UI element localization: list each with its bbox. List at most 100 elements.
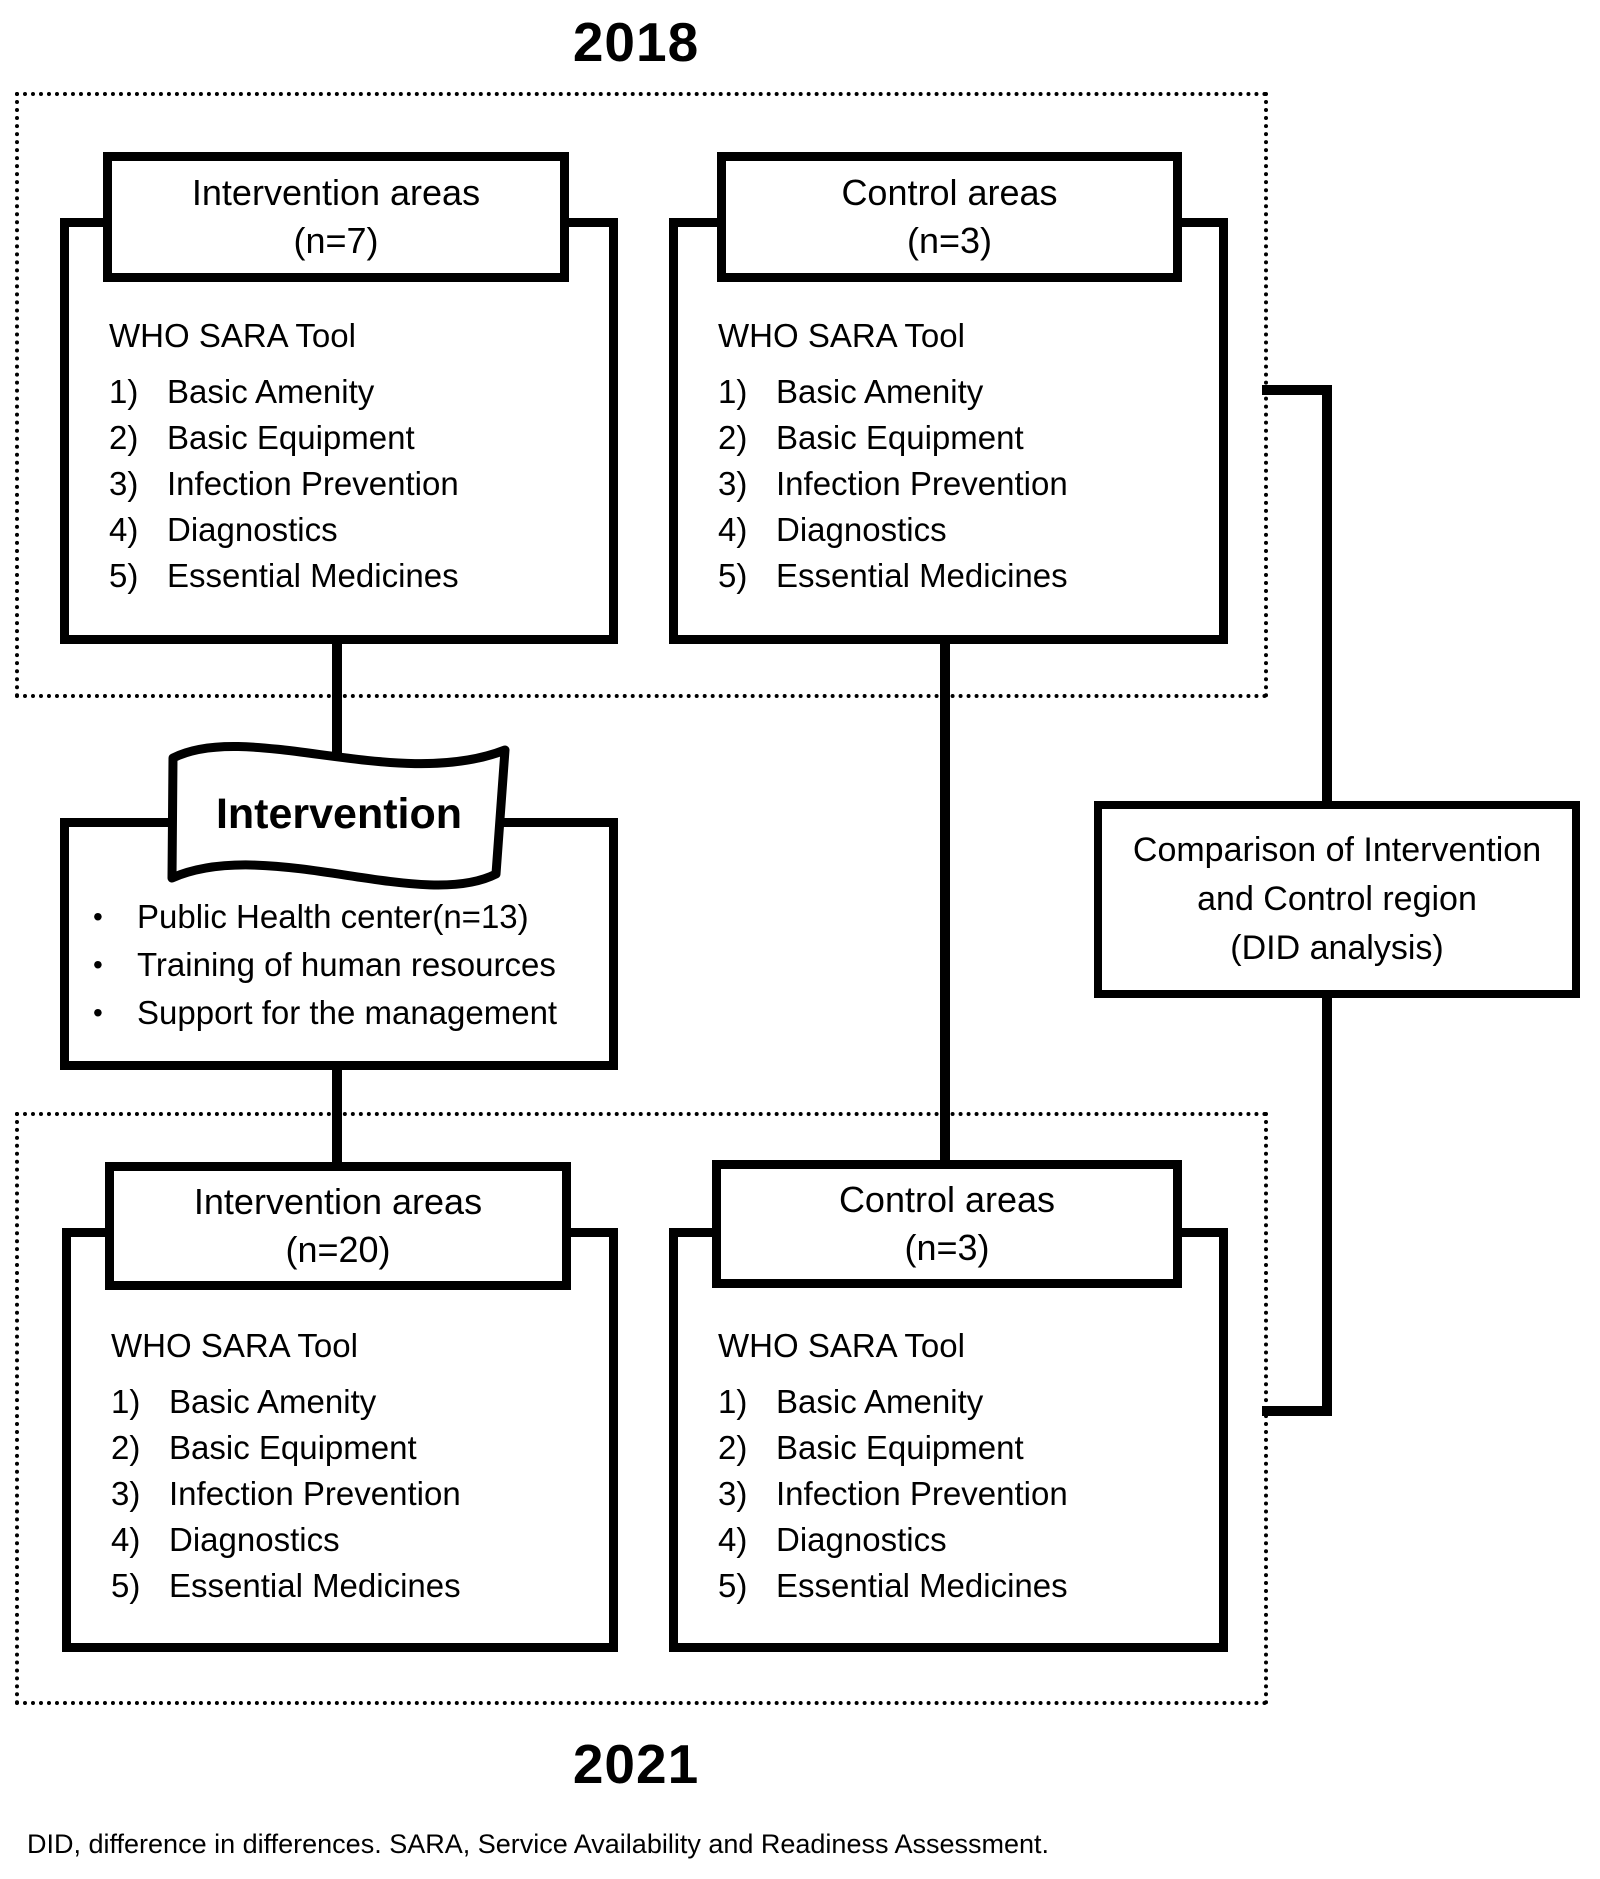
bracket-bottom-segment bbox=[1262, 1406, 1332, 1416]
sara-item-number: 3) bbox=[718, 465, 748, 502]
sara-item-number: 5) bbox=[109, 557, 139, 594]
sara-item-number: 5) bbox=[718, 557, 748, 594]
sara-box-2021-intervention: WHO SARA Tool 1) Basic Amenity 2) Basic Eq… bbox=[62, 1228, 618, 1652]
sara-item-label: Diagnostics bbox=[776, 1521, 947, 1558]
comparison-line2: and Control region bbox=[1197, 880, 1477, 918]
sara-item-label: Basic Equipment bbox=[776, 1429, 1024, 1466]
sara-item: 5) Essential Medicines bbox=[111, 1563, 601, 1609]
sara-item: 1) Basic Amenity bbox=[111, 1379, 601, 1425]
connector-banner-to-intervention-2021 bbox=[332, 1066, 342, 1166]
sara-item: 2) Basic Equipment bbox=[111, 1425, 601, 1471]
intervention-bullet-list: • Public Health center(n=13) • Training of… bbox=[69, 827, 609, 1037]
sara-item-label: Infection Prevention bbox=[776, 1475, 1068, 1512]
intervention-details-box: • Public Health center(n=13) • Training of… bbox=[60, 818, 618, 1070]
sara-item-number: 2) bbox=[111, 1429, 141, 1466]
bullet-icon: • bbox=[93, 949, 103, 980]
sara-item-number: 2) bbox=[109, 419, 139, 456]
sara-item: 2) Basic Equipment bbox=[718, 415, 1211, 461]
sara-item-number: 1) bbox=[718, 373, 748, 410]
sara-item-label: Basic Amenity bbox=[169, 1383, 377, 1420]
sara-heading: WHO SARA Tool bbox=[718, 1327, 965, 1364]
header-line2: (n=3) bbox=[904, 1227, 990, 1268]
sara-item-label: Infection Prevention bbox=[167, 465, 459, 502]
sara-heading: WHO SARA Tool bbox=[109, 317, 356, 354]
bullet-item: • Training of human resources bbox=[85, 941, 601, 989]
header-line1: Control areas bbox=[838, 1179, 1056, 1220]
bullet-icon: • bbox=[93, 997, 103, 1028]
sara-heading: WHO SARA Tool bbox=[111, 1327, 358, 1364]
sara-item-number: 3) bbox=[111, 1475, 141, 1512]
sara-item-label: Infection Prevention bbox=[169, 1475, 461, 1512]
sara-item-label: Essential Medicines bbox=[776, 557, 1068, 594]
sara-item-number: 3) bbox=[109, 465, 139, 502]
comparison-line1: Comparison of Intervention bbox=[1132, 831, 1542, 869]
comparison-did-box: Comparison of Intervention and Control r… bbox=[1094, 801, 1580, 998]
header-2018-control-areas: Control areas (n=3) bbox=[717, 152, 1182, 282]
sara-item-label: Basic Equipment bbox=[776, 419, 1024, 456]
sara-item-number: 2) bbox=[718, 419, 748, 456]
sara-item-label: Basic Equipment bbox=[167, 419, 415, 456]
header-2021-control-areas: Control areas (n=3) bbox=[712, 1160, 1182, 1288]
sara-item-label: Basic Amenity bbox=[776, 1383, 984, 1420]
sara-item-number: 4) bbox=[111, 1521, 141, 1558]
header-line2: (n=3) bbox=[906, 220, 993, 261]
bullet-icon: • bbox=[93, 901, 103, 932]
sara-item-label: Basic Equipment bbox=[169, 1429, 417, 1466]
sara-item-label: Infection Prevention bbox=[776, 465, 1068, 502]
sara-item-number: 2) bbox=[718, 1429, 748, 1466]
header-line1: Intervention areas bbox=[193, 1181, 483, 1222]
sara-item-number: 5) bbox=[111, 1567, 141, 1604]
sara-item-label: Basic Amenity bbox=[776, 373, 984, 410]
sara-item-number: 1) bbox=[718, 1383, 748, 1420]
sara-item-label: Diagnostics bbox=[167, 511, 338, 548]
sara-item-number: 4) bbox=[718, 511, 748, 548]
sara-item: 1) Basic Amenity bbox=[718, 1379, 1211, 1425]
sara-item: 5) Essential Medicines bbox=[718, 553, 1211, 599]
sara-item: 1)Basic Amenity bbox=[109, 369, 601, 415]
bullet-item: • Support for the management bbox=[85, 989, 601, 1037]
connector-intervention-2018-to-banner bbox=[332, 640, 342, 765]
sara-item-number: 3) bbox=[718, 1475, 748, 1512]
sara-item: 2) Basic Equipment bbox=[718, 1425, 1211, 1471]
bullet-item: • Public Health center(n=13) bbox=[85, 893, 601, 941]
bullet-label: Support for the management bbox=[137, 994, 558, 1031]
sara-item-number: 4) bbox=[109, 511, 139, 548]
sara-list: WHO SARA Tool 1)Basic Amenity 2)Basic Eq… bbox=[678, 227, 1219, 599]
bracket-top-segment bbox=[1262, 385, 1332, 395]
ribbon-shape bbox=[167, 742, 510, 890]
sara-item-label: Basic Amenity bbox=[167, 373, 375, 410]
sara-item: 3) Infection Prevention bbox=[111, 1471, 601, 1517]
sara-item-number: 5) bbox=[718, 1567, 748, 1604]
sara-item-label: Essential Medicines bbox=[776, 1567, 1068, 1604]
comparison-line3: (DID analysis) bbox=[1230, 929, 1444, 967]
sara-item-number: 4) bbox=[718, 1521, 748, 1558]
sara-list: WHO SARA Tool 1) Basic Amenity 2) Basic Eq… bbox=[678, 1237, 1219, 1609]
sara-item: 4)Diagnostics bbox=[718, 507, 1211, 553]
header-line1: Control areas bbox=[841, 172, 1058, 213]
survey-2018-frame bbox=[15, 92, 1268, 698]
header-2021-intervention-areas: Intervention areas (n=20) bbox=[105, 1162, 571, 1290]
intervention-banner-label: Intervention bbox=[215, 789, 463, 838]
bullet-label: Public Health center(n=13) bbox=[137, 898, 529, 935]
intervention-banner-ribbon bbox=[167, 742, 510, 890]
abbreviations-footnote: DID, difference in differences. SARA, Se… bbox=[27, 1829, 1050, 1859]
sara-item: 5) Essential Medicines bbox=[718, 1563, 1211, 1609]
sara-item-number: 1) bbox=[111, 1383, 141, 1420]
sara-item-label: Diagnostics bbox=[169, 1521, 340, 1558]
sara-item: 4) Diagnostics bbox=[718, 1517, 1211, 1563]
sara-item-label: Essential Medicines bbox=[167, 557, 459, 594]
year-2021-label: 2021 bbox=[572, 1733, 700, 1795]
sara-item: 1) Basic Amenity bbox=[718, 369, 1211, 415]
sara-item: 3) Infection Prevention bbox=[718, 1471, 1211, 1517]
sara-item: 3) Infection Prevention bbox=[109, 461, 601, 507]
header-line2: (n=7) bbox=[293, 220, 379, 261]
sara-item: 4) Diagnostics bbox=[111, 1517, 601, 1563]
sara-item: 3) Infection Prevention bbox=[718, 461, 1211, 507]
sara-box-2021-control: WHO SARA Tool 1) Basic Amenity 2) Basic Eq… bbox=[669, 1228, 1228, 1652]
sara-box-2018-intervention: WHO SARA Tool 1)Basic Amenity 2) Basic Eq… bbox=[60, 218, 618, 644]
header-line2: (n=20) bbox=[285, 1229, 391, 1270]
sara-item: 2) Basic Equipment bbox=[109, 415, 601, 461]
sara-item-label: Essential Medicines bbox=[169, 1567, 461, 1604]
bullet-label: Training of human resources bbox=[137, 946, 556, 983]
